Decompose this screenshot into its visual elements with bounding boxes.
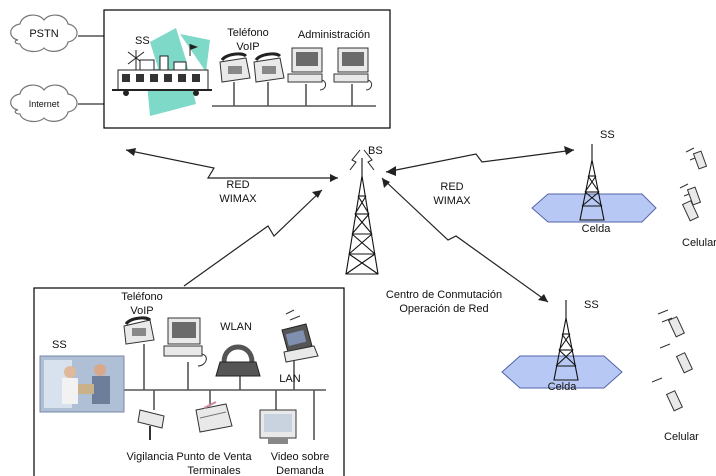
wireless-signal-icon bbox=[285, 309, 301, 321]
lower-cell-label: Celda bbox=[548, 381, 578, 393]
camera-icon bbox=[137, 409, 165, 440]
bs-caption-2: Operación de Red bbox=[399, 303, 488, 315]
bs-caption-1: Centro de Conmutación bbox=[386, 289, 502, 301]
pos-label-2: Terminales bbox=[187, 465, 241, 476]
video-label-1: Video sobre bbox=[271, 451, 330, 463]
pstn-label: PSTN bbox=[29, 28, 58, 40]
computer-icon bbox=[287, 47, 327, 91]
internet-label: Internet bbox=[29, 99, 60, 109]
right-wimax-label: WIMAX bbox=[433, 195, 471, 207]
left-red-label: RED bbox=[226, 179, 249, 191]
bottom-voip-label-2: VoIP bbox=[130, 305, 153, 317]
phone-icon bbox=[219, 52, 251, 83]
bottom-voip-label-1: Teléfono bbox=[121, 291, 163, 303]
tower-icon bbox=[579, 144, 605, 221]
bottom-computer bbox=[163, 317, 207, 367]
tower-icon bbox=[553, 300, 579, 381]
lower-cell: Celda SS bbox=[501, 299, 623, 393]
pos-terminal-icon bbox=[195, 401, 233, 433]
video-label-2: Demanda bbox=[276, 465, 325, 476]
link-top-to-bs bbox=[125, 148, 338, 182]
bottom-tv: Video sobre Demanda bbox=[259, 409, 330, 476]
bs-label: BS bbox=[368, 145, 383, 157]
upper-cell-label: Celda bbox=[582, 223, 612, 235]
link-bs-to-upper-cell bbox=[385, 146, 575, 176]
vigilancia-label: Vigilancia bbox=[127, 451, 175, 463]
bottom-pos-terminal: Punto de Venta Terminales bbox=[176, 401, 252, 476]
link-bottom-to-bs bbox=[183, 189, 323, 287]
router-icon bbox=[215, 344, 261, 377]
top-ss-building: SS bbox=[112, 28, 212, 116]
right-red-label: RED bbox=[440, 181, 463, 193]
bottom-wlan-router: WLAN bbox=[215, 321, 261, 377]
top-admin-label: Administración bbox=[298, 29, 370, 41]
cellphone-icon bbox=[681, 200, 699, 222]
computer-icon bbox=[163, 317, 207, 367]
cellphone-icon bbox=[685, 147, 708, 170]
phone-icon bbox=[123, 316, 155, 345]
lower-phone-label: Celular bbox=[664, 431, 699, 443]
upper-ss-label: SS bbox=[600, 129, 615, 141]
top-voip-phones: Teléfono VoIP bbox=[219, 27, 285, 83]
cellphone-icon bbox=[679, 183, 702, 206]
lower-ss-label: SS bbox=[584, 299, 599, 311]
laptop-icon bbox=[281, 323, 319, 363]
bottom-voip-phone: Teléfono VoIP bbox=[121, 291, 163, 345]
phone-icon bbox=[253, 52, 285, 83]
wlan-label: WLAN bbox=[220, 321, 252, 333]
pstn-cloud: PSTN bbox=[10, 14, 78, 53]
computer-icon bbox=[333, 47, 373, 91]
top-ss-label: SS bbox=[135, 35, 150, 47]
link-bs-to-lower-cell bbox=[381, 177, 549, 303]
tv-icon bbox=[259, 409, 297, 444]
left-wimax-label: WIMAX bbox=[219, 193, 257, 205]
bottom-laptop: LAN bbox=[279, 309, 319, 385]
upper-cell-phones: Celular bbox=[679, 147, 716, 249]
pos-label-1: Punto de Venta bbox=[176, 451, 252, 463]
top-voip-label-1: Teléfono bbox=[227, 27, 269, 39]
top-voip-label-2: VoIP bbox=[236, 41, 259, 53]
cellphone-icon bbox=[657, 309, 685, 338]
upper-cell: Celda SS bbox=[531, 129, 657, 235]
bottom-ss-photo: SS bbox=[39, 339, 125, 413]
bottom-camera: Vigilancia bbox=[127, 409, 175, 463]
bottom-ss-label: SS bbox=[52, 339, 67, 351]
lan-label: LAN bbox=[279, 373, 300, 385]
top-admin-computers: Administración bbox=[287, 29, 373, 91]
cellphone-icon bbox=[659, 343, 693, 374]
base-station-tower: BS bbox=[345, 145, 383, 275]
internet-cloud: Internet bbox=[10, 84, 78, 123]
cellphone-icon bbox=[651, 377, 683, 412]
upper-phone-label: Celular bbox=[682, 237, 716, 249]
lower-cell-phones: Celular bbox=[651, 309, 699, 443]
